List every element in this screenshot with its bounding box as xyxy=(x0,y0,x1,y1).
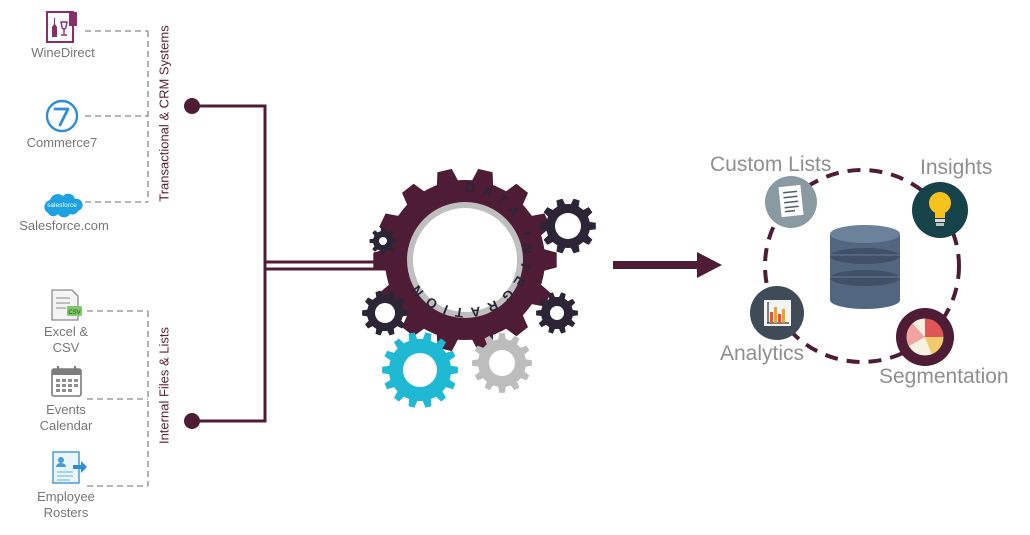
segmentation-pie-icon xyxy=(896,308,954,366)
lightbulb-icon xyxy=(912,182,968,238)
excel-label-line1: Excel & xyxy=(43,324,89,339)
gear-right-top xyxy=(540,198,596,254)
winedirect-label: WineDirect xyxy=(31,45,95,60)
internal-bracket xyxy=(87,310,149,487)
database-icon xyxy=(830,225,900,309)
main-gear-center xyxy=(413,208,517,312)
csv-tag: CSV xyxy=(68,310,80,316)
csv-file-icon: CSV xyxy=(51,289,82,321)
segmentation-label: Segmentation xyxy=(879,365,1009,388)
salesforce-logo-text: salesforce xyxy=(47,202,77,209)
calendar-icon xyxy=(51,366,82,397)
small-gear-left-top xyxy=(369,227,397,255)
transactional-bracket xyxy=(85,30,149,203)
commerce7-icon xyxy=(45,99,79,133)
small-gear-left-top-hole xyxy=(379,237,387,245)
salesforce-label: Salesforce.com xyxy=(19,218,109,233)
internal-group-label: Internal Files & Lists xyxy=(156,326,172,445)
events-label-line1: Events xyxy=(46,402,86,417)
employee-roster-icon xyxy=(52,451,87,484)
employee-rosters-label: Employee Rosters xyxy=(26,489,106,521)
analytics-chart-icon xyxy=(750,286,804,340)
maroon-connector xyxy=(193,104,400,423)
gear-cluster xyxy=(362,168,596,408)
analytics-label: Analytics xyxy=(720,342,805,365)
gear-right-mid xyxy=(536,292,578,334)
grey-gear xyxy=(472,333,532,393)
salesforce-icon: salesforce xyxy=(44,193,83,218)
winedirect-icon xyxy=(46,11,77,43)
custom-lists-label: Custom Lists xyxy=(710,153,832,176)
internal-connector-dot xyxy=(184,413,200,429)
gear-right-top-hole xyxy=(555,213,581,239)
events-label-line2: Calendar xyxy=(39,418,93,433)
cyan-gear-hole xyxy=(403,353,437,387)
roster-label-line1: Employee xyxy=(37,489,95,504)
transactional-connector-dot xyxy=(184,98,200,114)
roster-label-line2: Rosters xyxy=(43,505,89,520)
transactional-group-label: Transactional & CRM Systems xyxy=(156,25,172,202)
gear-left-mid xyxy=(362,290,408,336)
output-dashed-ring xyxy=(763,168,961,364)
insights-label: Insights xyxy=(920,156,993,179)
flow-arrow xyxy=(613,252,722,278)
excel-csv-label: Excel & CSV xyxy=(34,324,98,356)
excel-label-line2: CSV xyxy=(52,340,80,355)
main-integration-gear xyxy=(373,168,557,352)
gear-right-mid-hole xyxy=(550,306,564,320)
gear-left-mid-hole xyxy=(375,303,395,323)
commerce7-label: Commerce7 xyxy=(26,135,98,150)
cyan-gear xyxy=(382,332,458,408)
grey-gear-hole xyxy=(489,350,515,376)
custom-lists-icon xyxy=(765,176,817,228)
events-calendar-label: Events Calendar xyxy=(28,402,104,434)
